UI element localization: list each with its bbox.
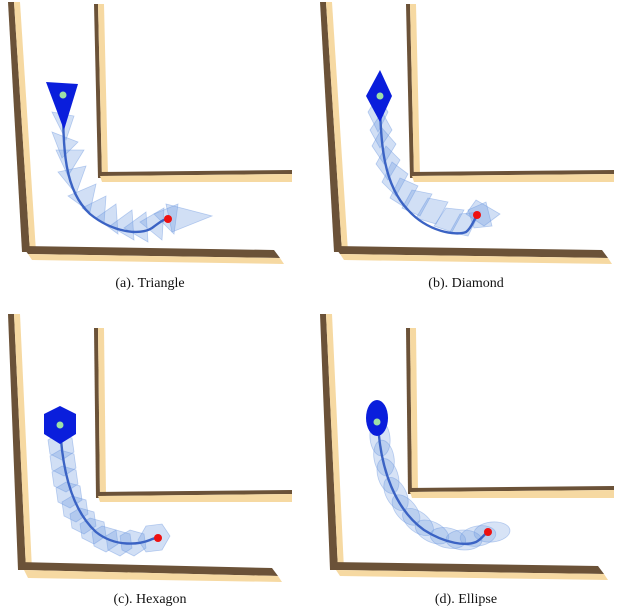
panel-diamond-canvas bbox=[320, 2, 614, 264]
goal-point bbox=[484, 528, 492, 536]
panel-diamond bbox=[316, 0, 621, 272]
trajectory-path bbox=[61, 94, 169, 234]
walls bbox=[8, 314, 292, 582]
walls bbox=[320, 314, 614, 580]
inner-wall-horizontal-shadow bbox=[98, 170, 292, 176]
start-point bbox=[59, 91, 67, 99]
panel-hexagon bbox=[0, 310, 310, 586]
caption-triangle: (a). Triangle bbox=[115, 276, 185, 291]
robot-start-ellipse bbox=[366, 400, 388, 436]
panel-hexagon-canvas bbox=[8, 314, 292, 582]
start-point bbox=[376, 92, 384, 100]
goal-point bbox=[154, 534, 162, 542]
robot-start-triangle bbox=[46, 82, 78, 130]
inner-wall-vertical-shadow bbox=[94, 4, 102, 178]
panel-triangle-canvas bbox=[8, 2, 292, 264]
caption-ellipse: (d). Ellipse bbox=[434, 592, 498, 607]
outer-wall-vertical-face bbox=[14, 2, 36, 252]
goal-point bbox=[164, 215, 172, 223]
caption-diamond: (b). Diamond bbox=[428, 276, 504, 291]
outer-wall-horizontal-shadow bbox=[22, 246, 280, 258]
outer-wall-horizontal-face bbox=[28, 254, 284, 264]
inner-wall-vertical-face bbox=[98, 4, 108, 178]
panel-ellipse bbox=[316, 310, 621, 586]
panel-triangle bbox=[0, 0, 310, 272]
caption-hexagon: (c). Hexagon bbox=[113, 592, 187, 607]
panel-ellipse-canvas bbox=[320, 314, 614, 580]
walls bbox=[320, 2, 614, 264]
start-point bbox=[373, 418, 381, 426]
goal-point bbox=[473, 211, 481, 219]
outer-wall-vertical-shadow bbox=[8, 2, 30, 252]
start-point bbox=[56, 421, 64, 429]
walls bbox=[8, 2, 292, 264]
inner-wall-horizontal-face bbox=[100, 174, 292, 182]
trajectory-path bbox=[378, 94, 479, 235]
trajectory-path bbox=[376, 421, 489, 545]
